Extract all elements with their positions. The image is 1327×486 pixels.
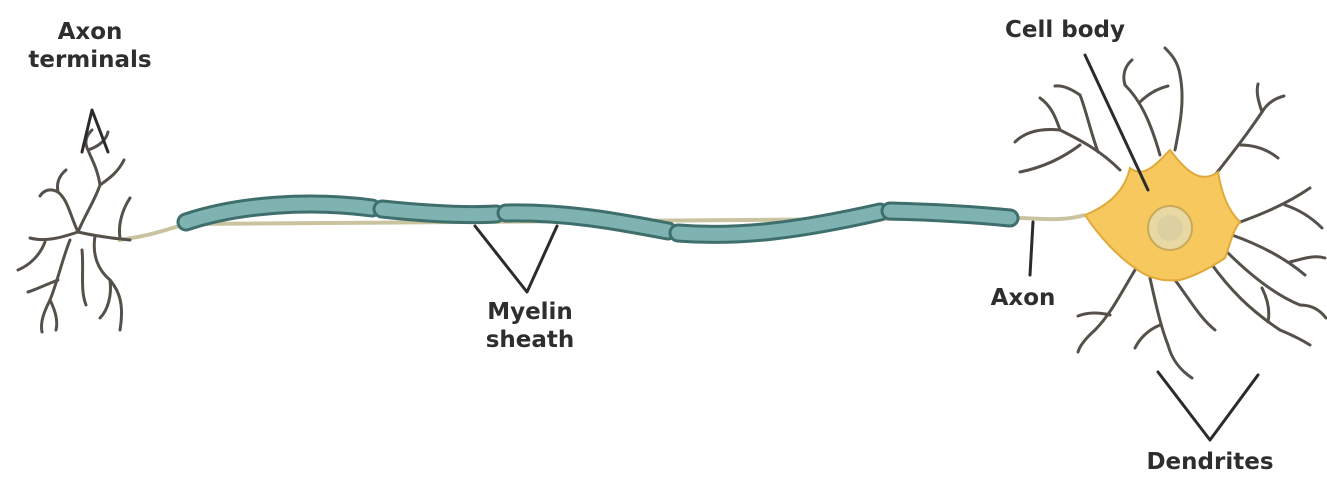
axon-label: Axon	[968, 284, 1078, 312]
dendrites-label-text: Dendrites	[1120, 448, 1300, 476]
myelin-sheath-label-line1: Myelin	[460, 298, 600, 326]
axon-terminals-label-line1: Axon	[10, 18, 170, 46]
myelin-segment	[382, 209, 496, 215]
axon-terminals-label-line2: terminals	[10, 46, 170, 74]
pointer-axon	[1030, 222, 1033, 275]
pointer-cell-body	[1085, 55, 1148, 190]
nucleolus	[1157, 215, 1183, 241]
pointer-myelin-sheath	[475, 226, 557, 292]
cell-body-label-text: Cell body	[980, 16, 1150, 44]
axon-label-text: Axon	[968, 284, 1078, 312]
myelin-segment	[890, 211, 1010, 218]
myelin-sheath-label: Myelin sheath	[460, 298, 600, 354]
axon-terminals	[18, 130, 130, 332]
myelin-sheath	[186, 204, 1010, 234]
myelin-sheath-label-line2: sheath	[460, 326, 600, 354]
axon-terminals-label: Axon terminals	[10, 18, 170, 74]
pointer-dendrites	[1158, 372, 1258, 440]
dendrites-label: Dendrites	[1120, 448, 1300, 476]
cell-body-label: Cell body	[980, 16, 1150, 44]
